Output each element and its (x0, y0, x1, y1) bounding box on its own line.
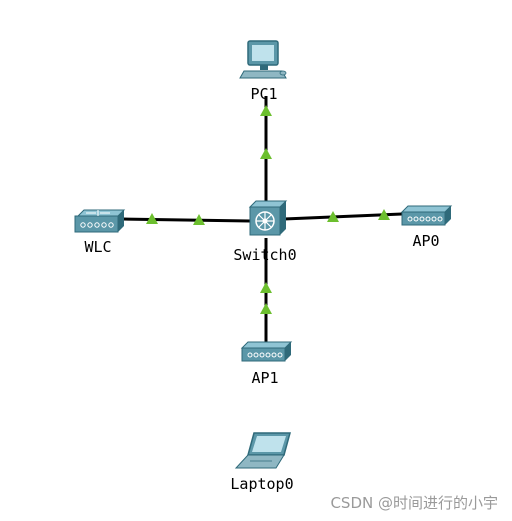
laptop-icon (234, 432, 291, 469)
desktop-pc-icon (239, 40, 287, 79)
link-up-indicator-wlc-far (146, 213, 158, 224)
device-label-pc1: PC1 (250, 85, 277, 103)
device-label-ap0: AP0 (412, 232, 439, 250)
device-label-switch0: Switch0 (233, 246, 296, 264)
device-label-laptop0: Laptop0 (230, 475, 293, 493)
device-switch0[interactable]: Switch0 (233, 200, 297, 264)
device-ap0[interactable]: AP0 (400, 205, 453, 250)
device-label-wlc: WLC (84, 238, 111, 256)
access-point-icon (240, 341, 293, 362)
link-up-indicator-ap1-near (260, 282, 272, 293)
device-laptop0[interactable]: Laptop0 (230, 432, 294, 493)
device-wlc[interactable]: WLC (74, 209, 126, 256)
link-up-indicator-wlc-near (193, 214, 205, 225)
wireless-lan-controller-icon (74, 209, 126, 233)
device-label-ap1: AP1 (251, 369, 278, 387)
link-status-layer (146, 105, 390, 314)
link-up-indicator-ap0-far (378, 209, 390, 220)
link-up-indicator-ap1-far (260, 303, 272, 314)
link-up-indicator-pc1-near (260, 148, 272, 159)
device-pc1[interactable]: PC1 (239, 40, 287, 103)
link-up-indicator-pc1-far (260, 105, 272, 116)
watermark-text: CSDN @时间进行的小宇 (330, 494, 498, 512)
link-up-indicator-ap0-near (327, 211, 339, 222)
access-point-icon (400, 205, 453, 226)
multilayer-switch-icon (248, 200, 288, 236)
device-ap1[interactable]: AP1 (240, 341, 293, 387)
link-switch0-wlc[interactable] (122, 217, 251, 223)
